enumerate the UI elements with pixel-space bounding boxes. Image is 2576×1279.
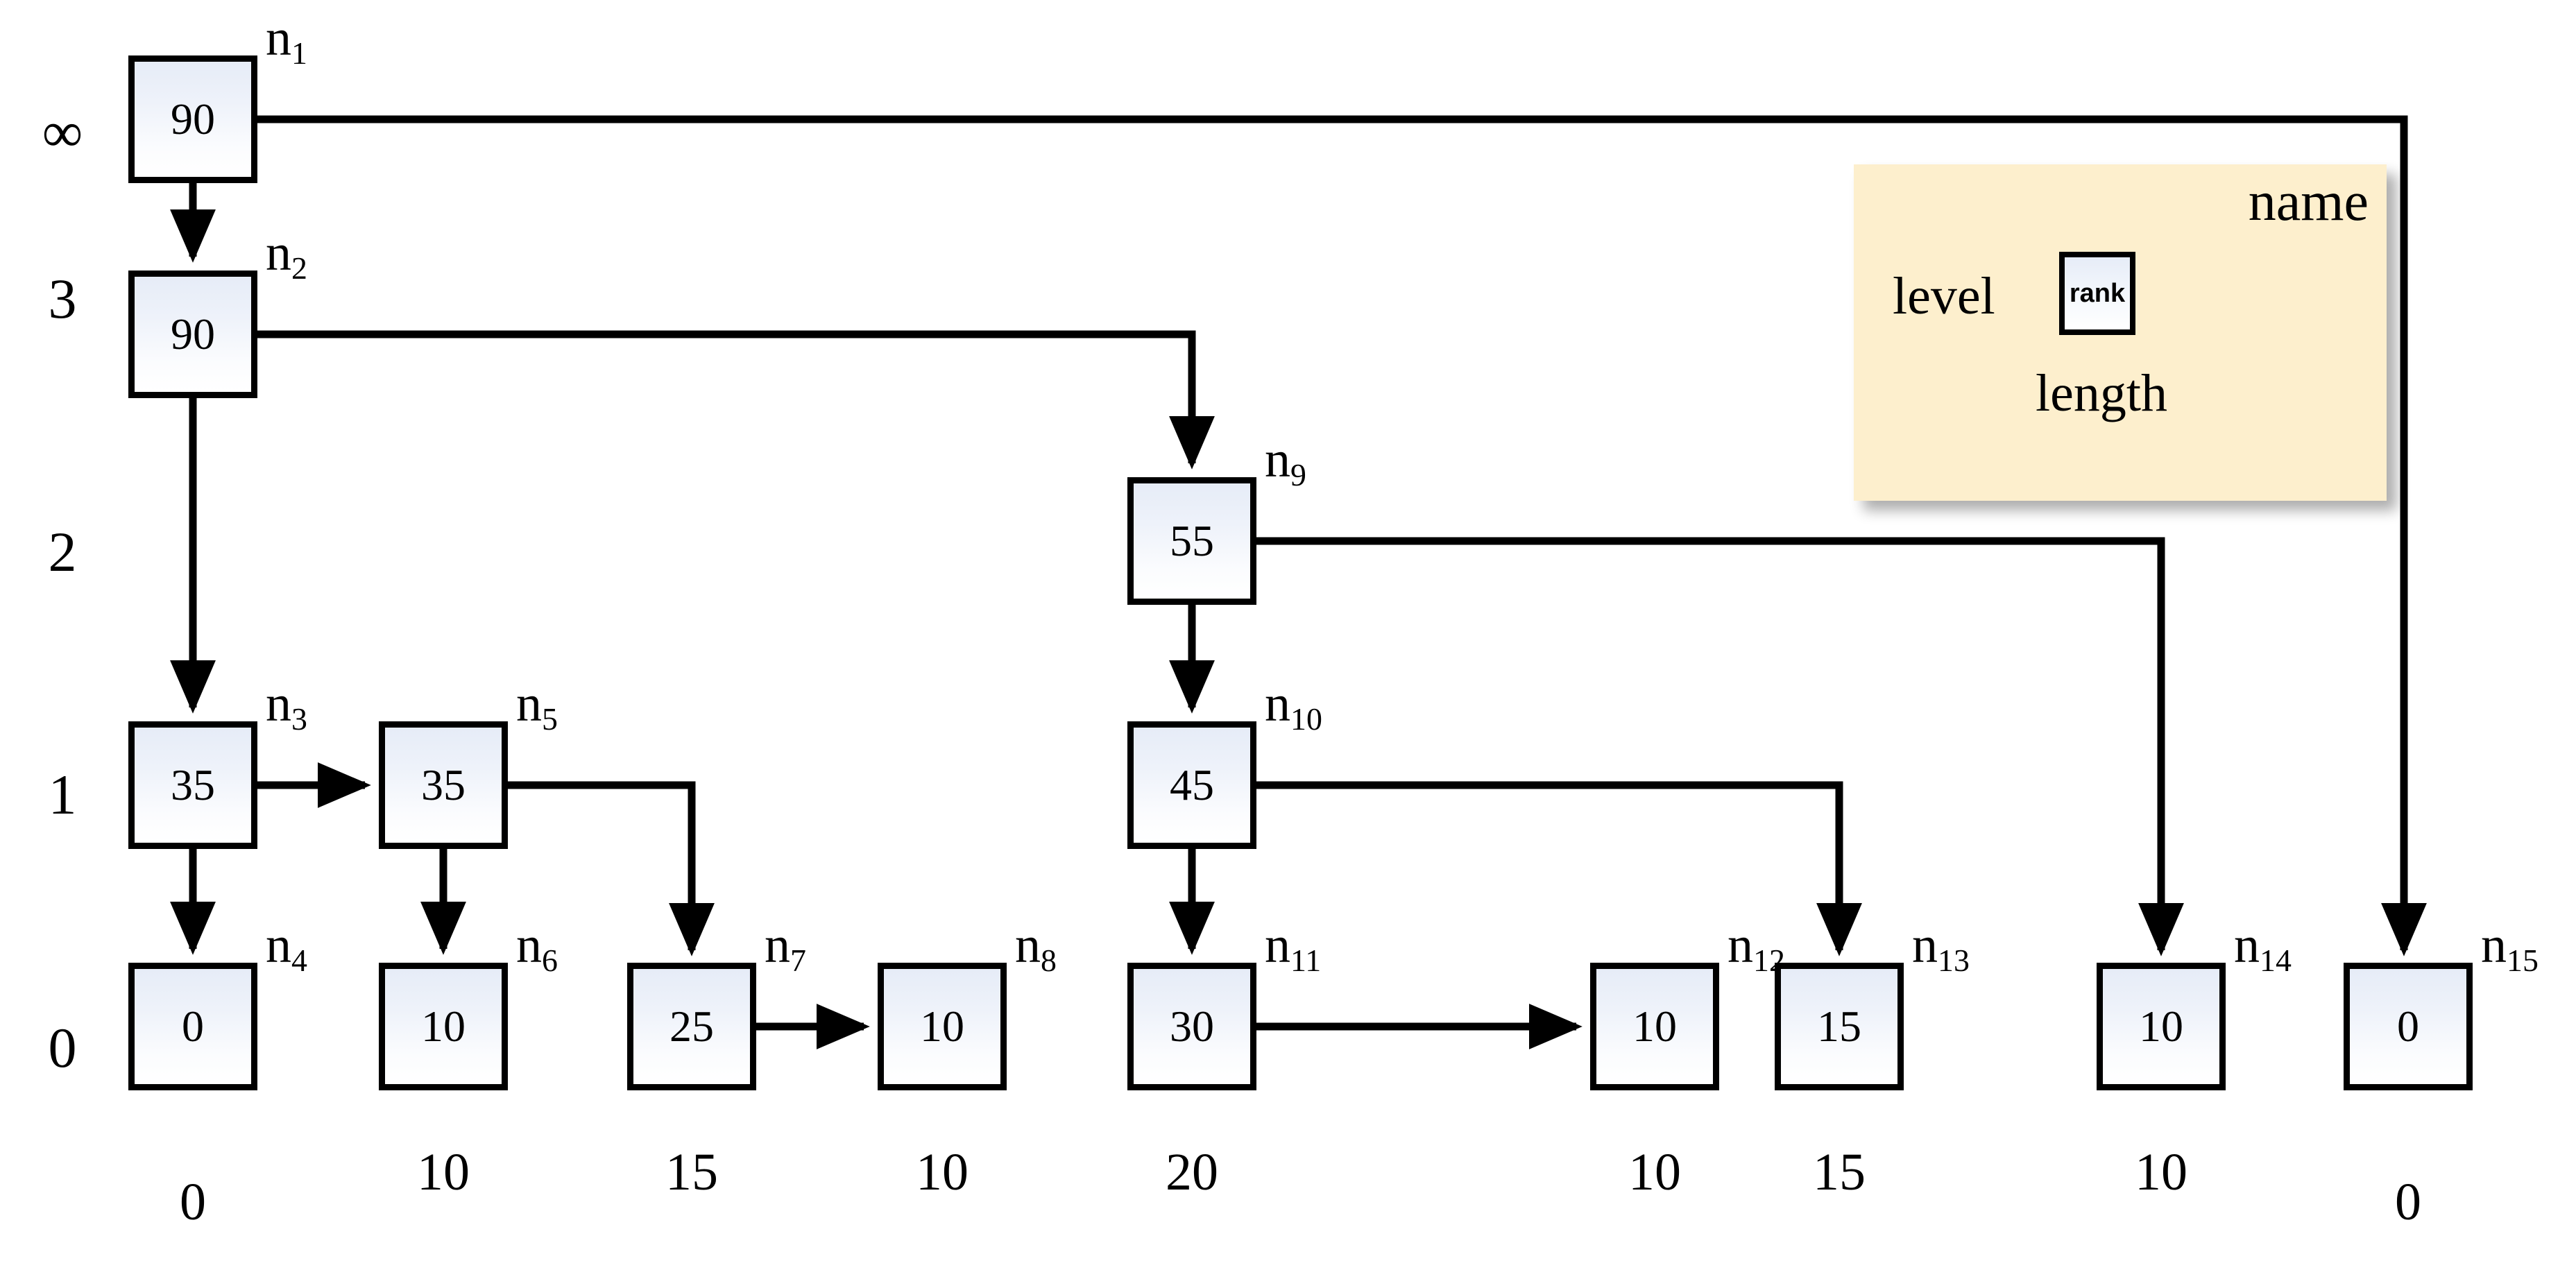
node-name-label-n9: n9: [1265, 431, 1306, 492]
node-rank-n10: 45: [1170, 760, 1214, 809]
node-rank-n3: 35: [171, 760, 215, 809]
node-rank-n8: 10: [920, 1002, 964, 1051]
node-n7[interactable]: 25: [627, 963, 756, 1090]
node-name-label-n4: n4: [266, 917, 307, 978]
length-label-n14: 10: [2135, 1143, 2187, 1201]
node-name-label-n10: n10: [1265, 676, 1322, 737]
length-label-n4: 0: [180, 1173, 206, 1231]
node-rank-n2: 90: [171, 309, 215, 359]
node-rank-n12: 10: [1632, 1002, 1677, 1051]
level-label-l1: 1: [48, 763, 77, 826]
level-label-l3: 3: [48, 267, 77, 330]
node-rank-n4: 0: [182, 1002, 204, 1051]
node-rank-n13: 15: [1817, 1002, 1861, 1051]
node-rank-n11: 30: [1170, 1002, 1214, 1051]
node-n2[interactable]: 90: [128, 271, 257, 398]
node-name-label-n15: n15: [2481, 917, 2539, 978]
node-rank-n9: 55: [1170, 516, 1214, 565]
node-n14[interactable]: 10: [2097, 963, 2226, 1090]
node-n15[interactable]: 0: [2344, 963, 2473, 1090]
node-name-label-n12: n12: [1728, 917, 1785, 978]
node-rank-n6: 10: [421, 1002, 466, 1051]
length-label-n15: 0: [2395, 1173, 2421, 1231]
node-n3[interactable]: 35: [128, 721, 257, 849]
length-label-n12: 10: [1628, 1143, 1681, 1201]
node-n8[interactable]: 10: [878, 963, 1007, 1090]
edge-n9-to-n14: [1256, 537, 2184, 956]
node-n9[interactable]: 55: [1127, 477, 1256, 605]
edge-n2-to-n9: [257, 330, 1215, 470]
node-name-label-n5: n5: [516, 676, 558, 737]
node-n12[interactable]: 10: [1590, 963, 1719, 1090]
node-name-label-n3: n3: [266, 676, 307, 737]
level-label-inf: ∞: [42, 101, 83, 164]
node-rank-n15: 0: [2397, 1002, 2419, 1051]
level-label-l0: 0: [48, 1016, 77, 1079]
node-name-label-n6: n6: [516, 917, 558, 978]
node-rank-n14: 10: [2139, 1002, 2183, 1051]
legend-rank-box: rank: [2059, 252, 2135, 335]
node-n6[interactable]: 10: [379, 963, 508, 1090]
node-rank-n7: 25: [669, 1002, 714, 1051]
length-label-n6: 10: [417, 1143, 470, 1201]
length-label-n11: 20: [1166, 1143, 1218, 1201]
legend-level-label: level: [1893, 267, 1995, 325]
node-name-label-n11: n11: [1265, 917, 1322, 978]
length-label-n8: 10: [916, 1143, 969, 1201]
node-rank-n5: 35: [421, 760, 466, 809]
node-name-label-n7: n7: [765, 917, 806, 978]
legend-panel: name level rank length: [1854, 164, 2387, 501]
node-name-label-n2: n2: [266, 225, 307, 286]
node-name-label-n8: n8: [1015, 917, 1057, 978]
length-label-n13: 15: [1813, 1143, 1866, 1201]
level-label-l2: 2: [48, 520, 77, 583]
legend-length-label: length: [2036, 364, 2167, 422]
node-n4[interactable]: 0: [128, 963, 257, 1090]
node-rank-n1: 90: [171, 94, 215, 144]
node-n10[interactable]: 45: [1127, 721, 1256, 849]
node-name-label-n14: n14: [2234, 917, 2292, 978]
node-n5[interactable]: 35: [379, 721, 508, 849]
node-n1[interactable]: 90: [128, 55, 257, 183]
length-label-n7: 15: [665, 1143, 718, 1201]
node-n11[interactable]: 30: [1127, 963, 1256, 1090]
node-n13[interactable]: 15: [1775, 963, 1904, 1090]
node-name-label-n1: n1: [266, 10, 307, 71]
node-name-label-n13: n13: [1912, 917, 1970, 978]
legend-name-label: name: [2248, 171, 2369, 232]
